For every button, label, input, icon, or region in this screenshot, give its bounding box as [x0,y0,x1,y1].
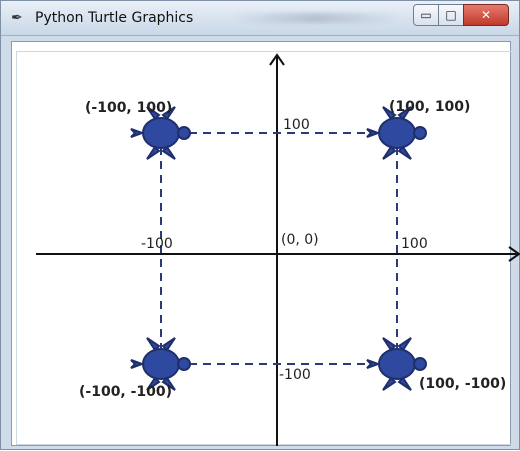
x-axis-arrow [508,246,520,262]
blurred-title-overlay [231,13,401,23]
turtle-canvas-area[interactable] [11,41,511,446]
y-tick-positive: 100 [283,117,310,133]
close-icon: ✕ [480,8,492,22]
y-axis-arrow [269,53,285,66]
maximize-icon: □ [445,8,457,22]
window-controls: ▭ □ ✕ [413,4,509,30]
origin-label: (0, 0) [281,232,319,248]
y-tick-negative: -100 [279,367,311,383]
x-tick-negative: -100 [141,236,173,252]
minimize-icon: ▭ [420,8,432,22]
dashed-square [160,132,398,365]
label-bottom-right: (100, -100) [419,376,506,392]
close-button[interactable]: ✕ [463,4,509,26]
title-bar[interactable]: ✒ Python Turtle Graphics ▭ □ ✕ [1,1,519,36]
x-tick-positive: 100 [401,236,428,252]
label-bottom-left: (-100, -100) [79,384,172,400]
turtle-bottom-right [366,337,427,391]
window-title: Python Turtle Graphics [35,10,194,26]
turtle-bottom-left [130,337,191,391]
label-top-left: (-100, 100) [85,100,172,116]
feather-icon: ✒ [11,10,23,26]
label-top-right: (100, 100) [389,99,470,115]
